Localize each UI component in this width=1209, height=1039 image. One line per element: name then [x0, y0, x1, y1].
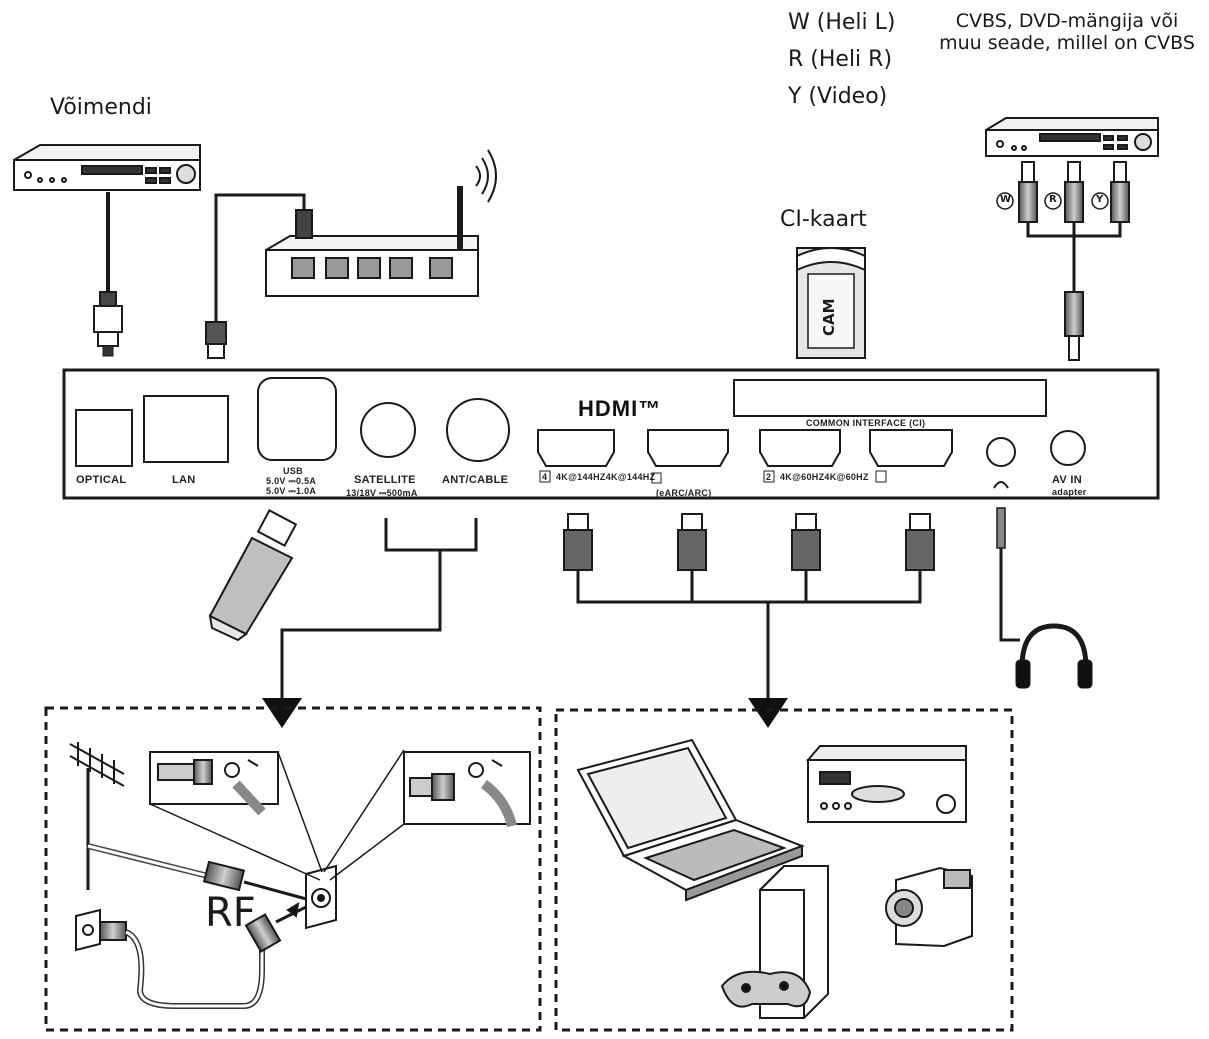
laptop-icon	[576, 738, 805, 902]
rca-y-label: Y	[1096, 194, 1104, 205]
optical-cable	[93, 192, 123, 357]
audio-right-label: R (Heli R)	[788, 47, 893, 72]
audio-left-label: W (Heli L)	[788, 10, 896, 35]
headphone-jack	[986, 437, 1016, 467]
video-label: Y (Video)	[788, 84, 888, 109]
lan-port	[143, 395, 229, 463]
arrow-to-antenna-box	[262, 698, 302, 728]
usb-stick	[208, 509, 298, 642]
satellite-power-label: 13/18V ⎓500mA	[346, 488, 418, 498]
ant-cable-port-label: ANT/CABLE	[442, 474, 509, 486]
hdmi-port-1	[869, 429, 953, 467]
dvd-player-device	[985, 117, 1159, 158]
tv-antenna-socket	[286, 864, 337, 930]
antenna-cable	[87, 843, 311, 902]
cvbs-label: CVBS, DVD-mängija või muu seade, millel …	[925, 10, 1209, 54]
hdmi-port-3	[647, 429, 729, 467]
cvbs-label-line1: CVBS, DVD-mängija või	[955, 10, 1179, 32]
ci-card-label: CI-kaart	[780, 207, 867, 232]
lan-port-label: LAN	[172, 474, 196, 486]
cam-card	[796, 247, 866, 359]
rca-r-label: R	[1049, 194, 1057, 205]
lan-cable	[205, 193, 313, 359]
camcorder-icon	[885, 866, 973, 948]
amplifier-label: Võimendi	[50, 95, 152, 120]
optical-port-label: OPTICAL	[76, 474, 127, 486]
satellite-port-label: SATELLITE	[354, 474, 416, 486]
hdmi-cables	[563, 513, 935, 700]
usb-port	[257, 377, 337, 461]
tv-back-panel	[62, 368, 1160, 500]
cvbs-label-line2: muu seade, millel on CVBS	[939, 32, 1195, 54]
hdmi-logo: HDMI™	[578, 396, 662, 421]
game-console-icon	[720, 865, 829, 1019]
devices-box	[554, 708, 1014, 1032]
hdmi4-number: 4	[542, 472, 548, 482]
antenna-box	[44, 706, 542, 1032]
hdmi-port-2	[759, 429, 841, 467]
router-device	[265, 149, 497, 298]
connector-detail-right	[403, 751, 531, 828]
headphone-symbol-icon	[993, 481, 1009, 489]
zoom-lines	[149, 749, 405, 881]
optical-port	[75, 409, 133, 467]
hdmi2-spec: 4K@60HZ4K@60HZ	[780, 472, 869, 482]
cam-label: CAM	[820, 298, 838, 336]
hdmi4-spec: 4K@144HZ4K@144HZ	[556, 472, 656, 482]
rca-w-label: W	[1000, 194, 1012, 205]
rca-cables	[996, 161, 1130, 361]
satellite-port	[360, 402, 416, 458]
usb-power-2: 5.0V ⎓1.0A	[266, 486, 317, 496]
usb-power-1: 5.0V ⎓0.5A	[266, 476, 317, 486]
av-in-adapter-label: adapter	[1052, 487, 1087, 497]
usb-port-label: USB	[283, 466, 303, 476]
av-in-port	[1050, 430, 1086, 466]
antenna-connector-lines	[280, 518, 478, 700]
hdmi-port-4	[537, 429, 615, 467]
hdmi-earc-label: (eARC/ARC)	[656, 488, 712, 498]
headphones	[996, 507, 1093, 689]
common-interface-label: COMMON INTERFACE (CI)	[806, 418, 926, 428]
ci-slot	[733, 379, 1047, 417]
antenna-icon	[69, 742, 125, 890]
dvd-player-icon	[805, 745, 967, 823]
amplifier-device	[13, 144, 201, 192]
hdmi2-number: 2	[766, 472, 772, 482]
connector-detail-left	[149, 751, 279, 816]
ant-cable-port	[446, 398, 510, 462]
arrow-to-device-box	[748, 698, 788, 728]
av-in-label: AV IN	[1052, 474, 1083, 486]
rf-label: RF	[205, 890, 256, 936]
wall-socket-icon	[75, 908, 127, 952]
